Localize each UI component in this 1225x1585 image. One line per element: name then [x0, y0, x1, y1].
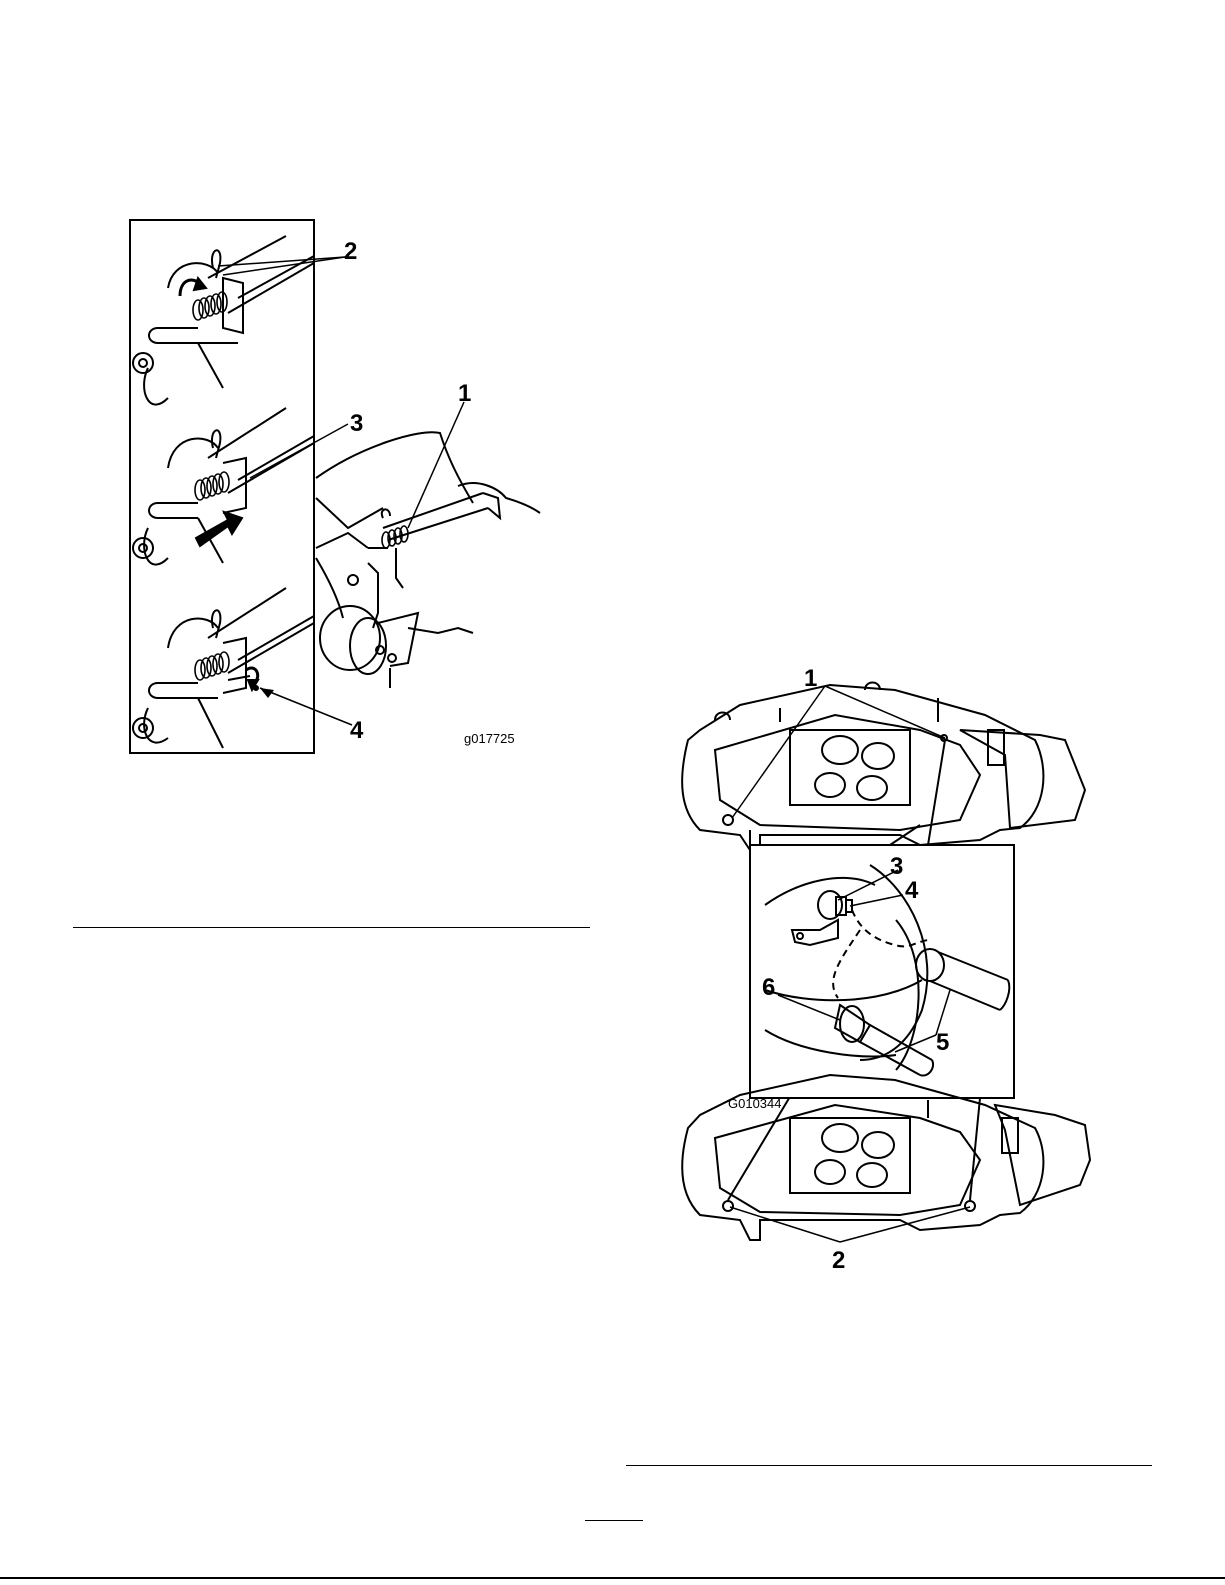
figure-code-right: G010344 [728, 1096, 782, 1111]
caster-pin-figure: 2 3 1 4 g017725 [128, 218, 548, 758]
detail-inset [750, 845, 1014, 1098]
panel-3-drawing [133, 588, 314, 748]
caster-assembly-drawing [316, 432, 540, 688]
top-deck-drawing [682, 683, 1085, 851]
page-number-rule [585, 1520, 643, 1521]
column-rule-left [73, 927, 590, 928]
deck-fitting-figure: 1 3 4 6 5 2 G010344 [660, 660, 1130, 1275]
callout-right-4: 4 [905, 877, 919, 904]
leader-lines [218, 257, 464, 725]
callout-right-1: 1 [804, 665, 817, 692]
callout-right-6: 6 [762, 974, 775, 1001]
callout-1: 1 [458, 380, 471, 407]
callout-4: 4 [350, 717, 364, 744]
callout-right-5: 5 [936, 1029, 949, 1056]
callout-right-3: 3 [890, 853, 903, 880]
footer-rule [0, 1577, 1225, 1579]
callout-right-2: 2 [832, 1247, 845, 1274]
callout-2: 2 [344, 238, 357, 265]
callout-3: 3 [350, 410, 363, 437]
panel-2-drawing [133, 408, 314, 565]
figure-code: g017725 [464, 731, 515, 746]
column-rule-right [626, 1465, 1152, 1466]
